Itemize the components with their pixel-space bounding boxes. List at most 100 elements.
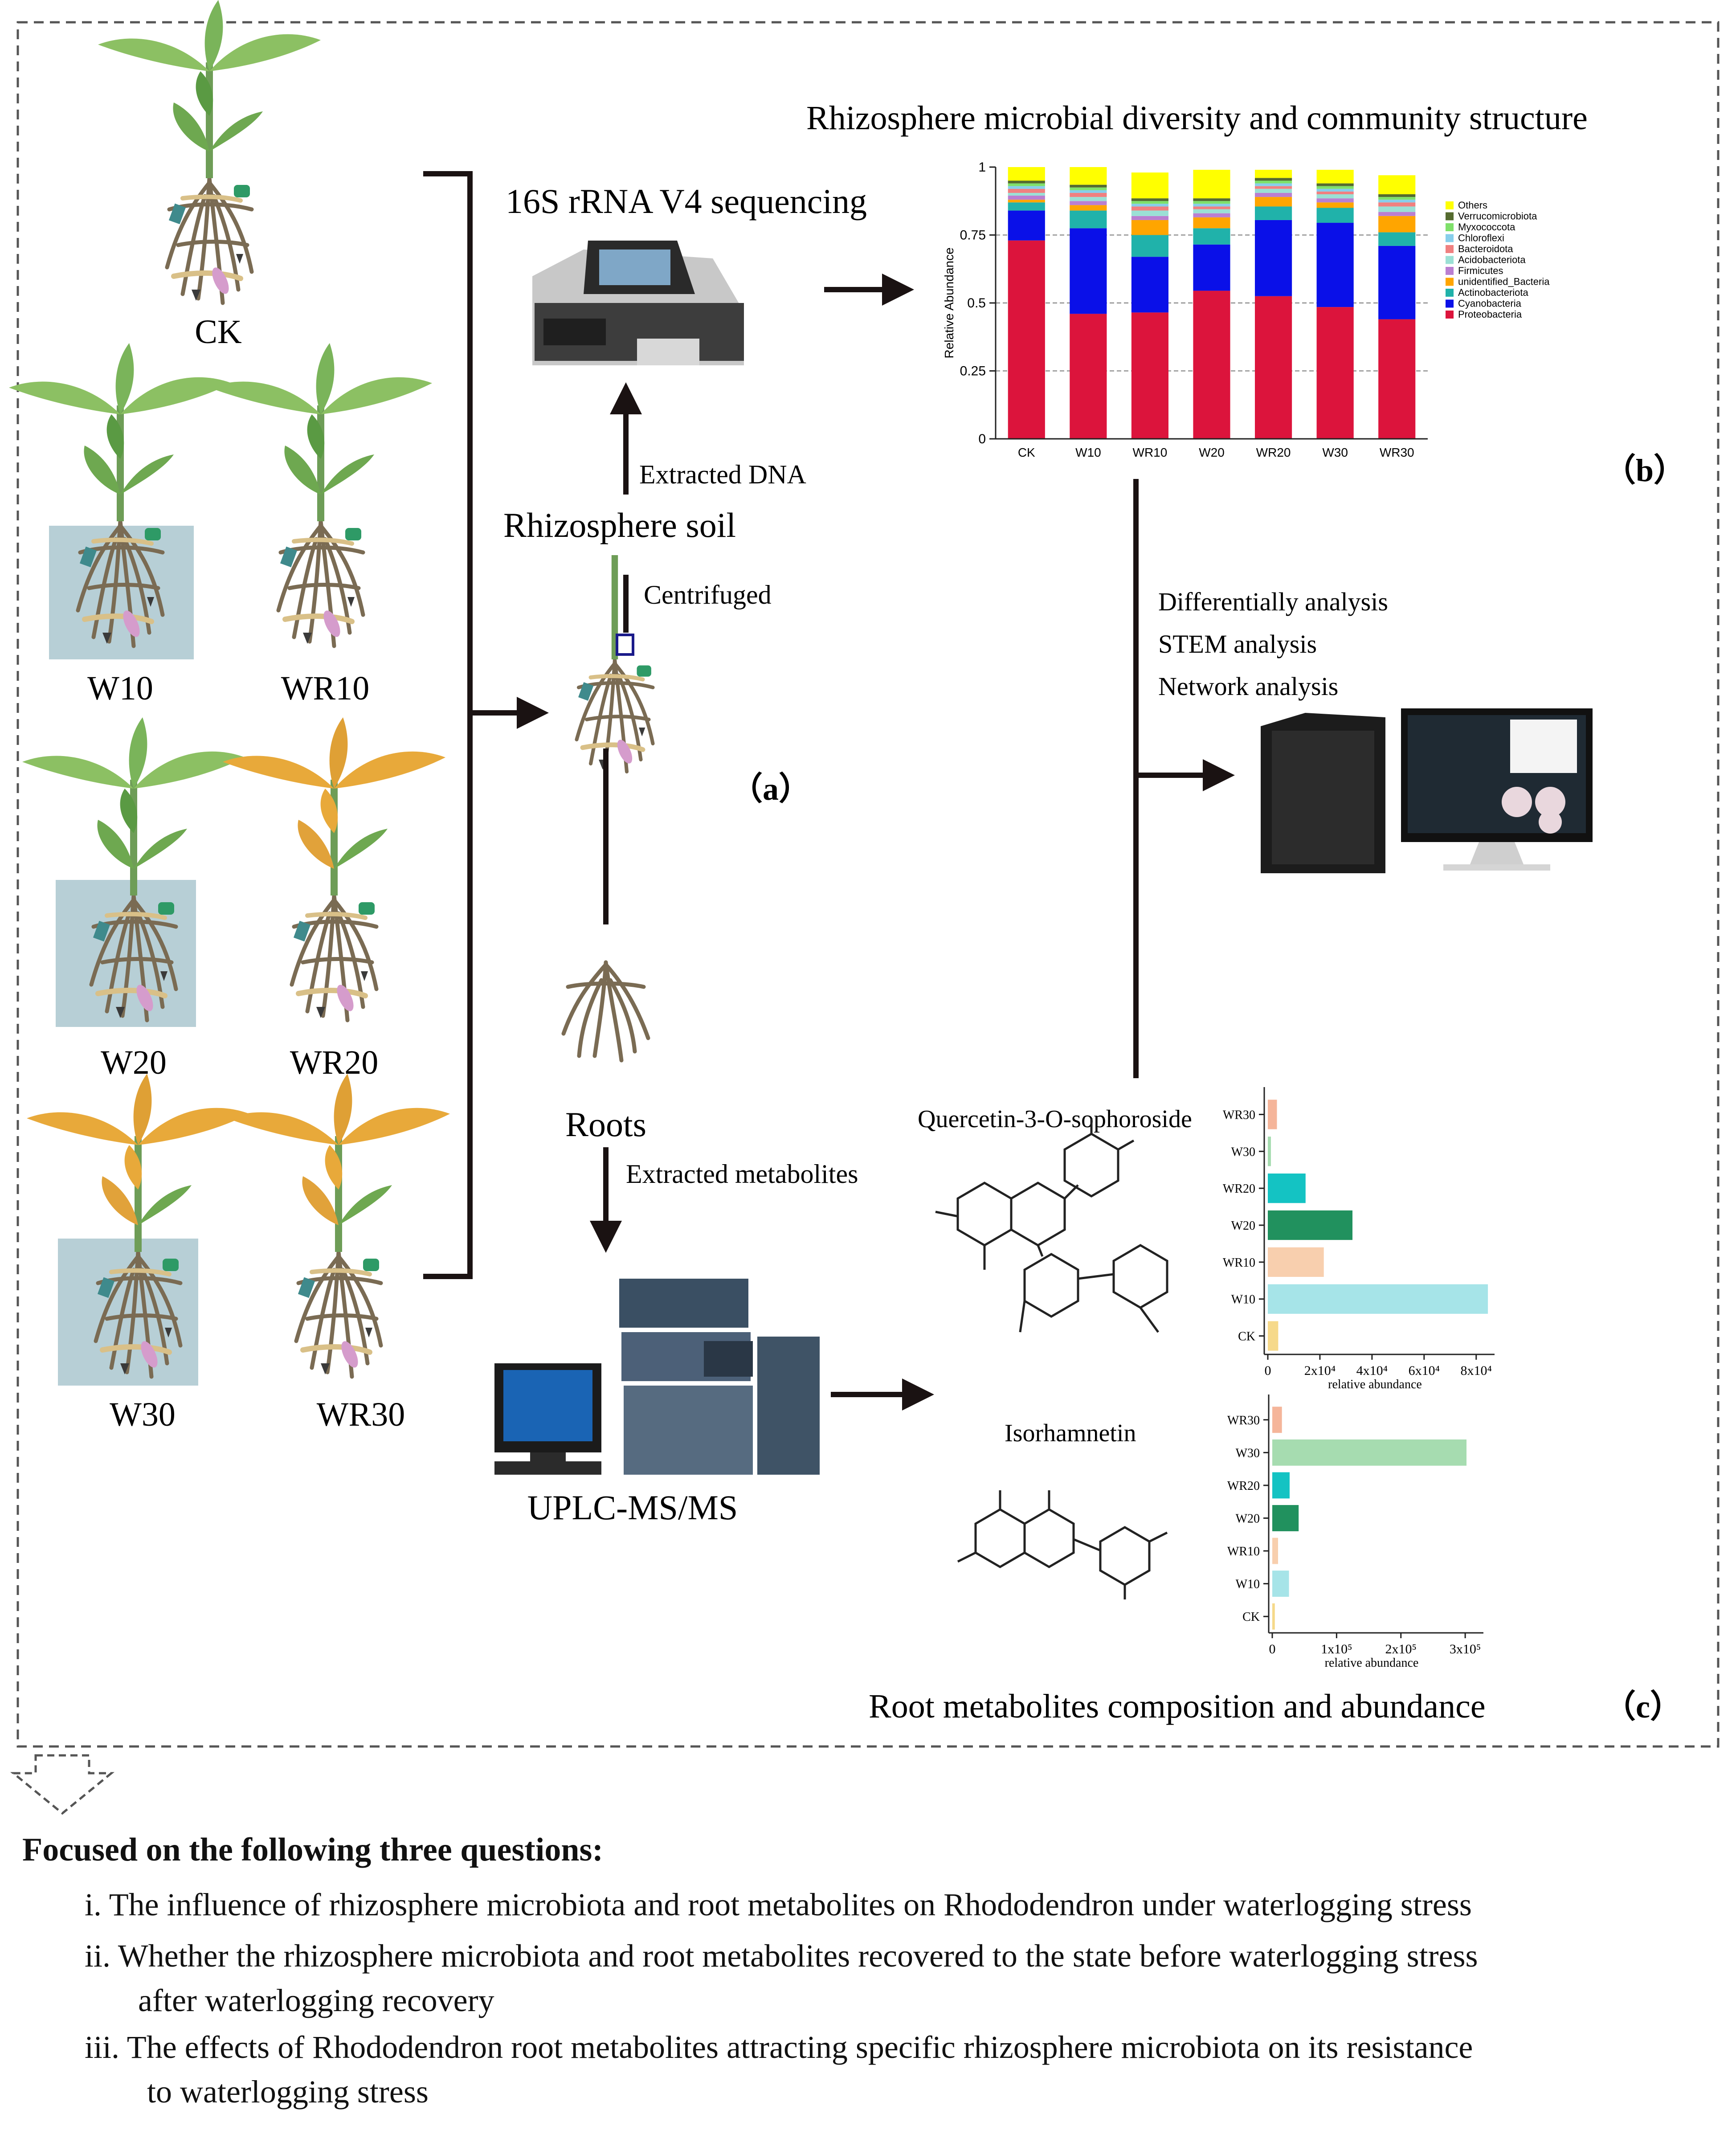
legend-label: Actinobacteriota: [1458, 287, 1529, 298]
bar-segment: [1316, 198, 1354, 203]
legend-swatch: [1446, 299, 1454, 308]
bar-segment: [1316, 170, 1354, 184]
legend-swatch: [1446, 223, 1454, 231]
compound-title-isorhamnetin: Isorhamnetin: [1005, 1419, 1136, 1447]
bar-segment: [1316, 186, 1354, 189]
bar-segment: [1008, 167, 1045, 181]
bar: [1268, 1284, 1488, 1314]
plant-label: W10: [87, 670, 153, 707]
legend-swatch: [1446, 245, 1454, 253]
extracted-metabolites-label: Extracted metabolites: [626, 1159, 858, 1189]
analysis-label: Differentially analysis: [1158, 587, 1388, 616]
bar-segment: [1070, 201, 1107, 205]
bar: [1272, 1538, 1278, 1564]
plant-wr10: [209, 343, 432, 646]
bar-segment: [1255, 178, 1292, 181]
analysis-label: STEM analysis: [1158, 630, 1317, 658]
bar-segment: [1316, 191, 1354, 194]
legend-swatch: [1446, 256, 1454, 264]
bar-segment: [1131, 201, 1168, 204]
question-line: i. The influence of rhizosphere microbio…: [85, 1887, 1472, 1922]
questions-heading: Focused on the following three questions…: [22, 1832, 603, 1868]
bar: [1268, 1137, 1271, 1166]
centrifuged-label: Centrifuged: [644, 580, 772, 609]
dashed-down-arrow-icon: [10, 1754, 115, 1815]
bar-segment: [1193, 198, 1230, 201]
panel-label-c: （c）: [1604, 1689, 1682, 1725]
bar-segment: [1070, 210, 1107, 229]
bar-segment: [1378, 200, 1416, 203]
x-tick-label: 6x10⁴: [1409, 1363, 1440, 1378]
legend-swatch: [1446, 201, 1454, 209]
plant-label: WR20: [290, 1044, 378, 1081]
compound-title-quercetin: Quercetin-3-O-sophoroside: [918, 1105, 1192, 1133]
bar-segment: [1255, 186, 1292, 189]
bar-segment: [1070, 228, 1107, 314]
legend-label: Verrucomicrobiota: [1458, 211, 1537, 222]
plant-label: CK: [195, 313, 242, 351]
bar: [1268, 1210, 1353, 1240]
x-tick-label: 2x10⁴: [1304, 1363, 1336, 1378]
y-tick-label: 0.25: [960, 364, 986, 379]
bar-segment: [1193, 206, 1230, 209]
category-label: W30: [1236, 1446, 1260, 1460]
bar-segment: [1008, 240, 1045, 439]
computer-workstation-icon: [1261, 708, 1593, 873]
bar-segment: [1255, 188, 1292, 193]
legend-swatch: [1446, 212, 1454, 221]
bar: [1272, 1570, 1289, 1597]
bar-segment: [1378, 216, 1416, 233]
bar: [1268, 1100, 1277, 1129]
x-tick-label: W20: [1199, 446, 1225, 459]
x-tick-label: 8x10⁴: [1461, 1363, 1492, 1378]
plant-label: W30: [110, 1396, 176, 1433]
x-tick-label: WR20: [1256, 446, 1291, 459]
bar-segment: [1255, 296, 1292, 439]
bar-segment: [1193, 170, 1230, 199]
legend-label: Bacteroidota: [1458, 243, 1513, 254]
bar-segment: [1193, 217, 1230, 229]
bar-segment: [1070, 190, 1107, 193]
outer-dashed-frame: [16, 21, 1720, 1748]
category-label: WR30: [1227, 1414, 1260, 1427]
bar-segment: [1070, 184, 1107, 188]
bar-segment: [1131, 216, 1168, 220]
bar-segment: [1378, 197, 1416, 200]
category-label: WR30: [1223, 1108, 1255, 1122]
bar-segment: [1131, 206, 1168, 211]
plant-wr30: [227, 1074, 450, 1377]
bar-segment: [1070, 197, 1107, 201]
category-label: W20: [1231, 1219, 1255, 1233]
roots-label: Roots: [565, 1105, 646, 1144]
bar-segment: [1131, 172, 1168, 199]
sequencer-device-icon: [532, 241, 744, 365]
legend-label: unidentified_Bacteria: [1458, 276, 1550, 287]
sequencing-label: 16S rRNA V4 sequencing: [506, 182, 867, 221]
plant-ck: [98, 0, 321, 303]
bar: [1272, 1439, 1467, 1466]
bar-segment: [1255, 206, 1292, 220]
bar: [1272, 1603, 1275, 1630]
category-label: WR20: [1227, 1479, 1260, 1493]
roots-icon: [561, 960, 650, 1063]
bar-segment: [1131, 220, 1168, 235]
bar-segment: [1378, 245, 1416, 319]
category-label: CK: [1242, 1610, 1260, 1624]
bar-segment: [1008, 180, 1045, 184]
bar-segment: [1131, 235, 1168, 257]
bar-segment: [1316, 183, 1354, 186]
isorhamnetin-structure-diagram: [957, 1490, 1168, 1599]
x-tick-label: CK: [1018, 446, 1035, 459]
bar: [1272, 1407, 1282, 1433]
plant-w20: [22, 717, 245, 1027]
grouping-bracket: [423, 171, 473, 1279]
bar-segment: [1378, 175, 1416, 194]
x-tick-label: 0: [1269, 1642, 1276, 1656]
bar: [1268, 1247, 1324, 1277]
bar-segment: [1193, 209, 1230, 213]
bar-segment: [1008, 186, 1045, 189]
rhizosphere-soil-label: Rhizosphere soil: [503, 506, 736, 544]
bar-segment: [1378, 206, 1416, 212]
